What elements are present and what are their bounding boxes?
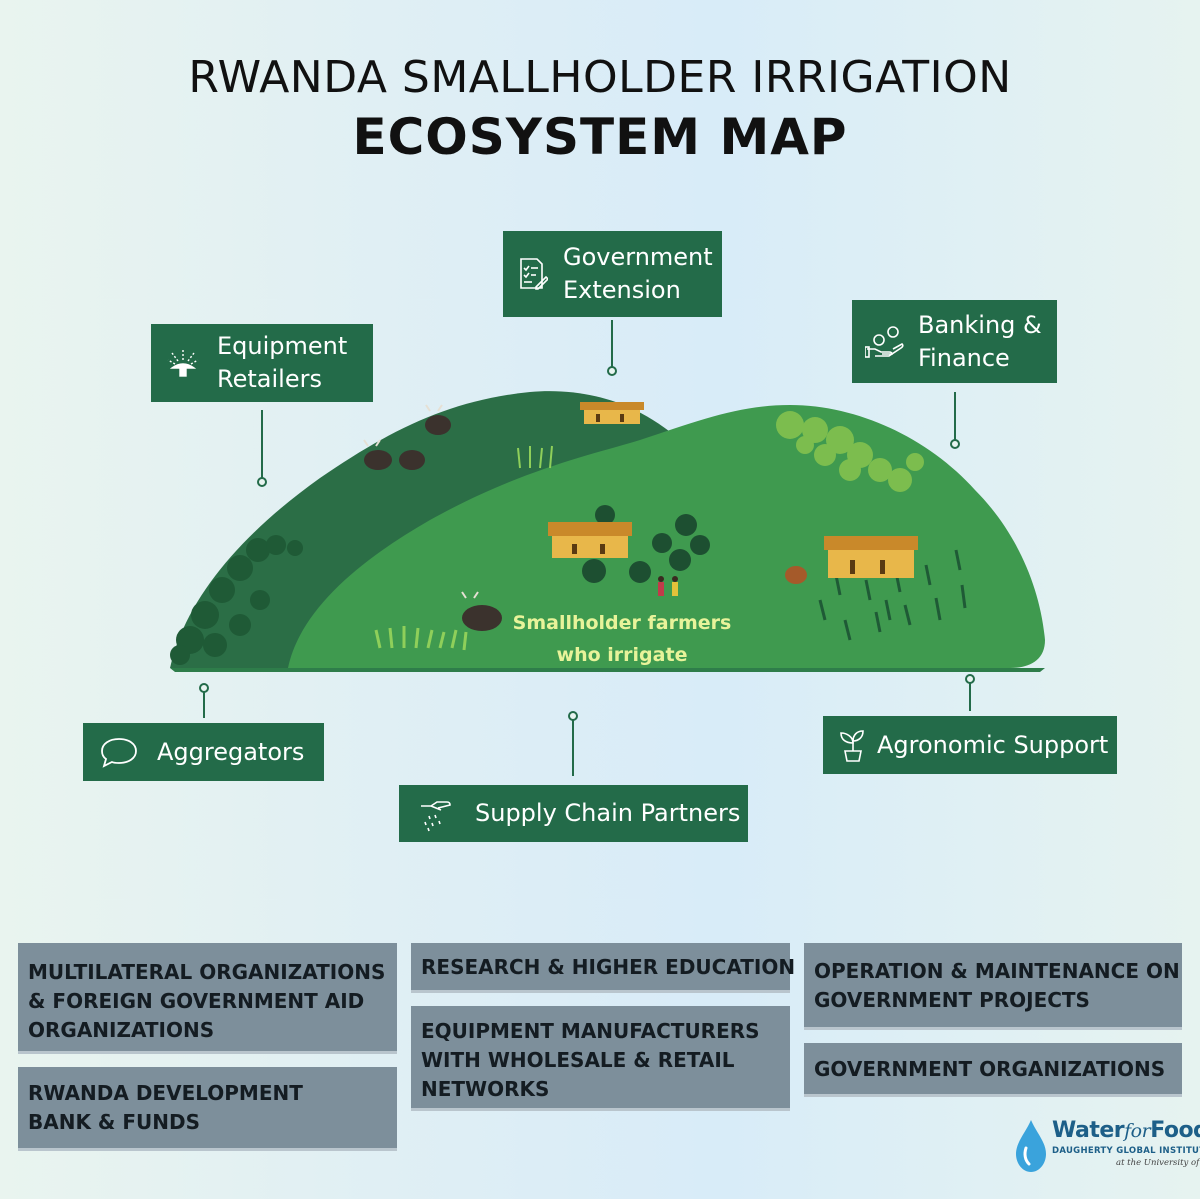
logo-word-for: for [1124,1120,1151,1142]
equipment-retailers-line-1: Equipment [217,332,348,360]
right-bushes [776,411,924,492]
multilateral-line-2: & FOREIGN GOVERNMENT AID [28,989,365,1013]
actor-government-organizations: GOVERNMENT ORGANIZATIONS [804,1043,1182,1097]
manufacturers-line-3: NETWORKS [421,1077,550,1101]
center-label-line-2: who irrigate [557,644,688,666]
research-line-1: RESEARCH & HIGHER EDUCATION [421,955,796,979]
grass-patch-left [374,626,468,651]
stakeholder-banking-finance: Banking & Finance [852,300,1057,383]
government-extension-line-2: Extension [563,276,681,304]
actor-research-higher-education: RESEARCH & HIGHER EDUCATION [411,943,796,993]
logo-university: at the University of Nebraska [1116,1158,1200,1168]
government-orgs-line-1: GOVERNMENT ORGANIZATIONS [814,1057,1166,1081]
multilateral-line-1: MULTILATERAL ORGANIZATIONS [28,960,386,984]
operation-line-1: OPERATION & MAINTENANCE ON [814,959,1180,983]
actor-rwanda-development-bank: RWANDA DEVELOPMENT BANK & FUNDS [18,1067,397,1151]
manufacturers-line-1: EQUIPMENT MANUFACTURERS [421,1019,760,1043]
house-middle [548,522,632,558]
hand-coins-icon [864,322,908,362]
agronomic-support-label: Agronomic Support [877,730,1109,759]
government-extension-line-1: Government [563,243,713,271]
water-for-food-logo: WaterforFood DAUGHERTY GLOBAL INSTITUTE … [1014,1116,1200,1186]
house-right [824,536,918,578]
document-pencil-icon [515,254,551,294]
cattle [364,415,502,631]
house-top [580,402,644,424]
water-drop-icon [1016,1120,1046,1172]
center-label-line-1: Smallholder farmers [513,612,732,634]
actor-multilateral: MULTILATERAL ORGANIZATIONS & FOREIGN GOV… [18,943,397,1054]
stakeholder-aggregators: Aggregators [83,723,324,781]
stakeholder-agronomic-support: Agronomic Support [823,716,1117,774]
speech-bubble-icon [99,734,139,770]
operation-line-2: GOVERNMENT PROJECTS [814,988,1090,1012]
logo-subtitle: DAUGHERTY GLOBAL INSTITUTE [1052,1146,1200,1156]
people [658,576,678,596]
chicken [785,566,807,584]
hand-seeds-icon [415,794,455,834]
rwanda-bank-line-2: BANK & FUNDS [28,1110,200,1134]
potted-plant-icon [835,725,871,765]
title-line-1: RWANDA SMALLHOLDER IRRIGATION [188,52,1012,103]
banking-finance-line-1: Banking & [918,310,1042,339]
aggregators-label: Aggregators [157,737,305,766]
equipment-retailers-line-2: Retailers [217,365,322,393]
multilateral-line-3: ORGANIZATIONS [28,1018,215,1042]
logo-word-food: Food [1150,1118,1200,1143]
stakeholder-supply-chain: Supply Chain Partners [399,785,748,842]
sprinkler-icon [165,343,201,383]
left-bushes [170,535,303,665]
title-line-2: ECOSYSTEM MAP [352,108,848,166]
manufacturers-line-2: WITH WHOLESALE & RETAIL [421,1048,735,1072]
actor-equipment-manufacturers: EQUIPMENT MANUFACTURERS WITH WHOLESALE &… [411,1006,790,1111]
actor-operation-maintenance: OPERATION & MAINTENANCE ON GOVERNMENT PR… [804,943,1182,1030]
trees [582,505,710,583]
grass-patch-top [517,445,553,469]
logo-word-water: Water [1052,1118,1125,1143]
rwanda-bank-line-1: RWANDA DEVELOPMENT [28,1081,303,1105]
connector-lines [199,320,975,776]
banking-finance-line-2: Finance [918,343,1010,372]
crop-rows [818,549,967,641]
supply-chain-label: Supply Chain Partners [475,799,741,827]
